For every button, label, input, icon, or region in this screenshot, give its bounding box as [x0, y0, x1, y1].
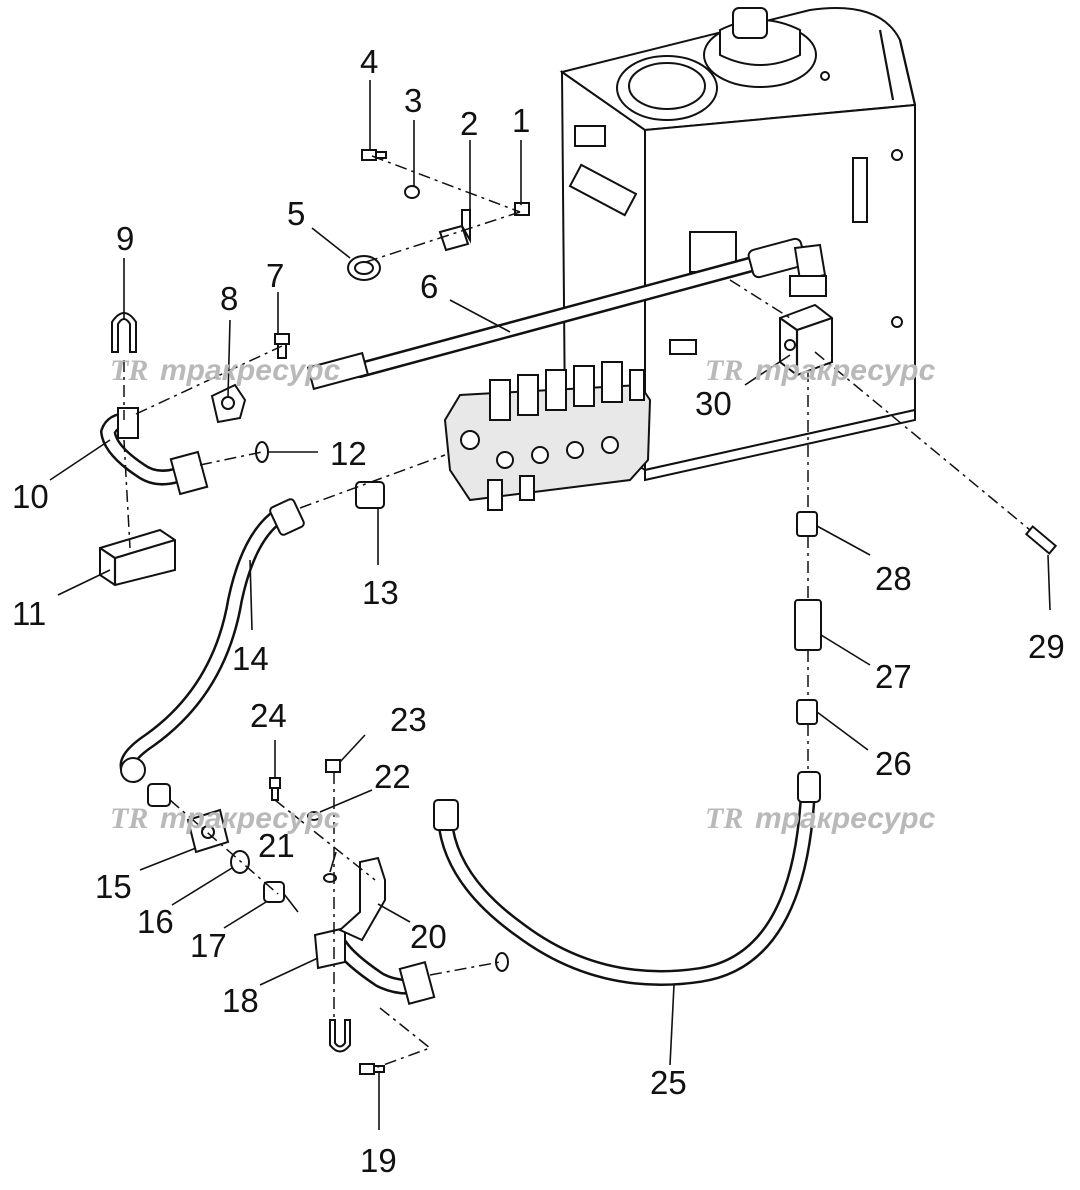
label-28: 28: [875, 560, 912, 597]
part-13-adapter: [355, 481, 385, 509]
part-15-flange: [147, 783, 230, 854]
svg-text:тракресурс: тракресурс: [755, 354, 936, 387]
control-valve-block: [443, 361, 652, 511]
part-18-pipe: [313, 926, 436, 1005]
part-16-o-ring: [230, 850, 250, 874]
part-4-bolt: [361, 149, 387, 161]
label-2: 2: [460, 105, 478, 142]
label-20: 20: [410, 918, 447, 955]
label-6: 6: [420, 268, 438, 305]
part-26-fitting: [796, 699, 818, 725]
label-3: 3: [404, 82, 422, 119]
label-9: 9: [116, 220, 134, 257]
watermark-bottom-left: TR тракресурс: [110, 802, 341, 835]
label-12: 12: [330, 435, 367, 472]
label-13: 13: [362, 574, 399, 611]
svg-text:TR: TR: [705, 802, 743, 835]
svg-text:тракресурс: тракресурс: [755, 802, 936, 835]
part-9b-u-bolt: [329, 1019, 351, 1053]
assembly-center-lines: [123, 155, 1031, 1069]
svg-text:тракресурс: тракресурс: [160, 802, 341, 835]
svg-text:TR: TR: [110, 354, 148, 387]
hose-25: [433, 771, 821, 986]
leader-lines: [49, 80, 1051, 1130]
hose-6: [306, 237, 827, 391]
label-27: 27: [875, 658, 912, 695]
label-7: 7: [266, 257, 284, 294]
watermark-bottom-right: TR тракресурс: [705, 802, 936, 835]
part-9-u-bolt: [111, 312, 137, 353]
part-27-coupling: [794, 599, 822, 651]
svg-text:TR: TR: [110, 802, 148, 835]
label-19: 19: [360, 1142, 397, 1179]
part-5-clamp: [347, 255, 381, 281]
watermark-top-right: TR тракресурс: [705, 354, 936, 387]
callout-labels: 1 2 3 4 5 6 7 8 9 10 11 12 13 14 15 16 1…: [12, 43, 1065, 1179]
part-8-flange: [210, 383, 247, 424]
label-23: 23: [390, 701, 427, 738]
label-29: 29: [1028, 628, 1065, 665]
label-15: 15: [95, 868, 132, 905]
part-19-bolt: [359, 1063, 385, 1075]
part-12-o-ring: [255, 441, 269, 463]
label-5: 5: [287, 195, 305, 232]
label-1: 1: [512, 102, 530, 139]
part-28-fitting: [796, 511, 818, 537]
label-25: 25: [650, 1064, 687, 1101]
part-23-nut: [325, 759, 341, 773]
svg-text:TR: TR: [705, 354, 743, 387]
label-17: 17: [190, 927, 227, 964]
label-21: 21: [258, 827, 295, 864]
svg-text:тракресурс: тракресурс: [160, 354, 341, 387]
part-29-bolt: [1024, 525, 1058, 555]
label-30: 30: [695, 385, 732, 422]
part-21-washer: [323, 873, 337, 883]
label-18: 18: [222, 982, 259, 1019]
watermark-top-left: TR тракресурс: [110, 354, 341, 387]
label-8: 8: [220, 280, 238, 317]
label-22: 22: [374, 758, 411, 795]
part-24-bolt: [269, 777, 281, 801]
label-14: 14: [232, 640, 269, 677]
part-22-washer: [307, 811, 321, 821]
label-24: 24: [250, 697, 287, 734]
label-4: 4: [360, 43, 378, 80]
hose-14: [119, 498, 305, 783]
part-20-bracket: [338, 856, 386, 942]
label-26: 26: [875, 745, 912, 782]
label-16: 16: [137, 903, 174, 940]
label-10: 10: [12, 478, 49, 515]
part-7-bolt: [274, 333, 290, 359]
part-11-bracket: [99, 528, 176, 587]
part-10-pipe: [100, 407, 209, 496]
label-11: 11: [12, 595, 46, 632]
part-3-washer: [404, 185, 420, 199]
